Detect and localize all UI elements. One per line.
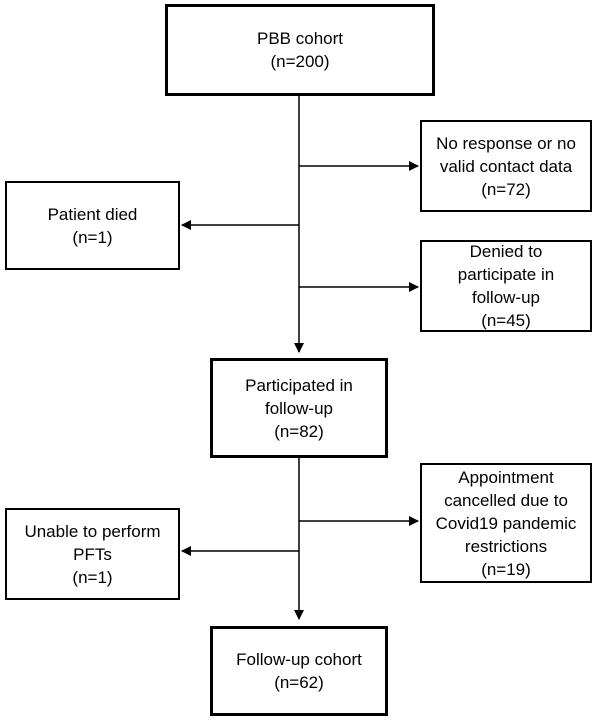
node-followup-cohort: Follow-up cohort (n=62) bbox=[210, 626, 388, 716]
node-label: Appointment bbox=[458, 467, 554, 487]
node-pbb-cohort: PBB cohort (n=200) bbox=[165, 4, 435, 96]
node-label: Unable to perform bbox=[24, 521, 161, 541]
node-no-response: No response or no valid contact data (n=… bbox=[420, 120, 592, 212]
node-count: (n=200) bbox=[270, 52, 330, 71]
node-label: participate in bbox=[457, 265, 555, 284]
node-label: Denied to bbox=[469, 242, 543, 261]
node-patient-died: Patient died (n=1) bbox=[5, 181, 180, 270]
node-label: PFTs bbox=[73, 544, 112, 564]
node-label: No response or no bbox=[436, 133, 576, 153]
node-label: Follow-up cohort bbox=[236, 650, 362, 669]
node-label: follow-up bbox=[471, 288, 541, 307]
node-count: (n=19) bbox=[481, 559, 531, 579]
node-count: (n=1) bbox=[72, 567, 113, 587]
node-count: (n=62) bbox=[274, 673, 324, 692]
node-count: (n=82) bbox=[274, 421, 324, 441]
node-count: (n=45) bbox=[481, 311, 531, 330]
node-participated: Participated in follow-up (n=82) bbox=[210, 358, 388, 458]
node-count: (n=1) bbox=[72, 227, 113, 247]
node-label: Patient died bbox=[47, 204, 138, 224]
node-label: follow-up bbox=[264, 398, 334, 418]
node-label: valid contact data bbox=[439, 156, 573, 176]
node-label: cancelled due to bbox=[444, 490, 568, 510]
node-label: PBB cohort bbox=[257, 29, 343, 48]
node-label: Covid19 pandemic bbox=[435, 513, 577, 533]
node-count: (n=72) bbox=[481, 179, 531, 199]
node-label: Participated in bbox=[245, 375, 353, 395]
node-unable-pft: Unable to perform PFTs (n=1) bbox=[5, 508, 180, 600]
node-denied: Denied to participate in follow-up (n=45… bbox=[420, 240, 592, 332]
node-appointment-cancelled: Appointment cancelled due to Covid19 pan… bbox=[420, 463, 592, 583]
node-label: restrictions bbox=[464, 536, 548, 556]
